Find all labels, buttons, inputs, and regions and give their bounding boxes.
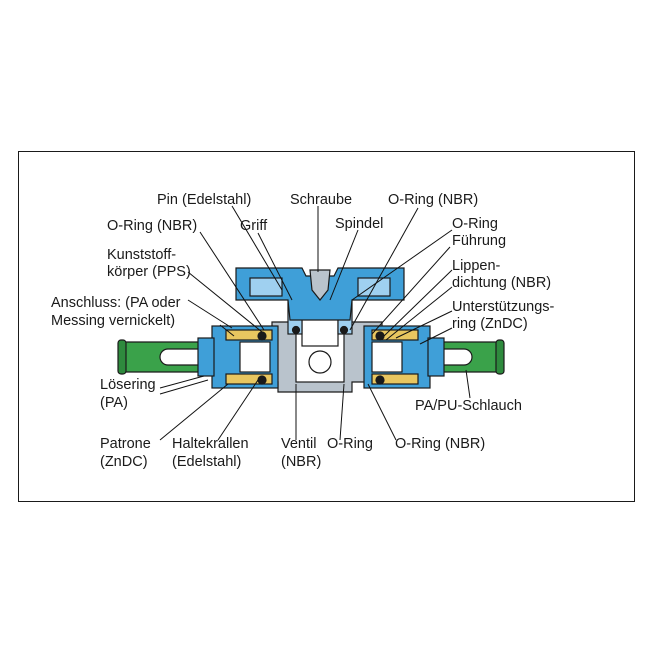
label-ventil-1: Ventil: [281, 436, 316, 452]
label-ventil-2: (NBR): [281, 454, 321, 470]
right-tube-end: [495, 339, 505, 375]
screw: [309, 269, 331, 301]
label-oring-fuehrung-2: Führung: [452, 233, 506, 249]
label-kunststoff-1: Kunststoff-: [107, 247, 176, 263]
label-oring-fuehrung-1: O-Ring: [452, 216, 498, 232]
valve-ball-bore: [308, 350, 332, 374]
left-brass-cartridge-top: [225, 329, 273, 341]
label-haltekrallen-2: (Edelstahl): [172, 454, 241, 470]
label-loesering-1: Lösering: [100, 377, 156, 393]
label-pin: Pin (Edelstahl): [157, 192, 251, 208]
left-oring-bottom: [257, 375, 267, 385]
label-oring-bottom-mid: O-Ring: [327, 436, 373, 452]
left-release-ring: [197, 337, 215, 377]
label-patrone-2: (ZnDC): [100, 454, 148, 470]
right-oring-bottom: [375, 375, 385, 385]
left-oring-top: [257, 331, 267, 341]
label-oring-left: O-Ring (NBR): [107, 218, 197, 234]
label-unterstuetzung-1: Unterstützungs-: [452, 299, 555, 315]
valve-drawing: [117, 267, 505, 393]
labels: Pin (Edelstahl) Schraube O-Ring (NBR) O-…: [51, 192, 555, 470]
label-anschluss-2: Messing vernickelt): [51, 313, 175, 329]
left-inner-sleeve: [239, 341, 271, 373]
left-tube-end: [117, 339, 127, 375]
label-kunststoff-2: körper (PPS): [107, 264, 191, 280]
label-oring-top: O-Ring (NBR): [388, 192, 478, 208]
label-schraube: Schraube: [290, 192, 352, 208]
label-anschluss-1: Anschluss: (PA oder: [51, 295, 181, 311]
right-brass-cartridge-top: [371, 329, 419, 341]
label-loesering-2: (PA): [100, 395, 128, 411]
spindle-oring-left: [291, 325, 301, 335]
right-oring-top: [375, 331, 385, 341]
label-haltekrallen-1: Haltekrallen: [172, 436, 249, 452]
label-patrone-1: Patrone: [100, 436, 151, 452]
spindle-oring-right: [339, 325, 349, 335]
left-brass-cartridge-bottom: [225, 373, 273, 385]
label-schlauch: PA/PU-Schlauch: [415, 398, 522, 414]
label-oring-bottom-right: O-Ring (NBR): [395, 436, 485, 452]
right-release-ring: [427, 337, 445, 377]
label-unterstuetzung-2: ring (ZnDC): [452, 316, 528, 332]
right-brass-cartridge-bottom: [371, 373, 419, 385]
handle-left-cavity: [249, 277, 283, 297]
label-spindel: Spindel: [335, 216, 383, 232]
label-lippen-1: Lippen-: [452, 258, 501, 274]
label-griff: Griff: [240, 218, 268, 234]
right-inner-sleeve: [371, 341, 403, 373]
label-lippen-2: dichtung (NBR): [452, 275, 551, 291]
leader-lines: [159, 205, 471, 441]
